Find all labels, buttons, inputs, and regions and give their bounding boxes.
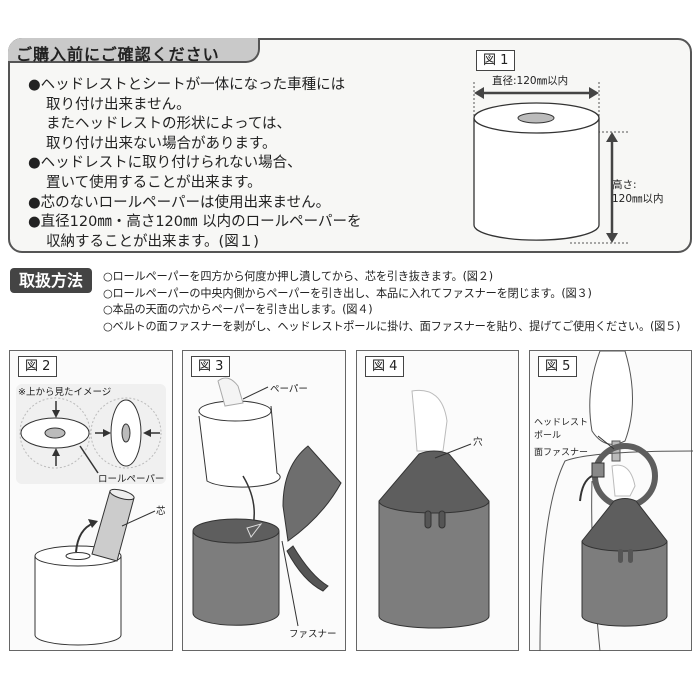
notice-line: 収納することが出来ます。(図１): [46, 233, 259, 250]
fig1-label: 図 1: [476, 50, 516, 71]
fig3-label: 図 3: [191, 356, 231, 377]
fig2-label: 図 2: [18, 356, 58, 377]
fig1-height-value: 120㎜以内: [612, 193, 664, 205]
fig2-note: ※上から見たイメージ: [18, 387, 112, 398]
step-item: ○ベルトの面ファスナーを剥がし、ヘッドレストポールに掛け、面ファスナーを貼り、提…: [103, 319, 681, 333]
hang-on-headrest-diagram: [539, 351, 693, 651]
fig2-panel: 図 2 ※上から見たイメージ ロールペーパー 芯: [9, 350, 173, 651]
fig3-paper-label: ペーパー: [270, 384, 308, 395]
insert-roll-diagram: [192, 377, 342, 627]
notice-list: ●ヘッドレストとシートが一体になった車種には 取り付け出来ません。 またヘッドレ…: [28, 76, 361, 252]
fig3-panel: 図 3 ペーパー ファスナー: [182, 350, 346, 651]
notice-line: 置いて使用することが出来ます。: [46, 174, 262, 191]
fig4-panel: 図 4 穴: [356, 350, 519, 651]
fig2-core-label: 芯: [156, 506, 166, 517]
pull-paper-diagram: [378, 389, 490, 629]
notice-line: 取り付け出来ない場合があります。: [46, 135, 277, 152]
fig5-label: 図 5: [538, 356, 578, 377]
notice-line: またヘッドレストの形状によっては、: [46, 116, 292, 133]
howto-steps: ○ロールペーパーを四方から何度か押し潰してから、芯を引き抜きます。(図２) ○ロ…: [103, 269, 680, 335]
fig4-label: 図 4: [365, 356, 405, 377]
howto-title: 取扱方法: [10, 268, 92, 293]
fig5-pole-label-2: ポール: [534, 431, 562, 441]
notice-line: 取り付け出来ません。: [46, 96, 191, 113]
fig5-pole-label-1: ヘッドレスト: [534, 418, 589, 428]
core-removal-diagram: [16, 384, 166, 646]
notice-title: ご購入前にご確認ください: [8, 38, 260, 64]
fig5-velcro-label: 面ファスナー: [534, 448, 589, 458]
fig1-diameter: 直径:120㎜以内: [492, 75, 569, 87]
fig4-hole-label: 穴: [473, 437, 483, 448]
notice-line: ●直径120㎜・高さ120㎜ 以内のロールペーパーを: [28, 214, 362, 231]
fig1-height-label: 高さ:: [612, 179, 637, 191]
fig5-panel: 図 5 ヘッドレスト ポール 面ファスナー: [529, 350, 693, 651]
notice-line: ●芯のないロールペーパーは使用出来ません。: [28, 194, 331, 211]
roll-diagram: [473, 82, 628, 244]
step-item: ○本品の天面の穴からペーパーを引き出します。(図４): [103, 303, 373, 317]
notice-line: ●ヘッドレストに取り付けられない場合、: [28, 155, 302, 172]
notice-line: ●ヘッドレストとシートが一体になった車種には: [28, 77, 346, 93]
fig2-roll-label: ロールペーパー: [98, 474, 165, 485]
step-item: ○ロールペーパーの中央内側からペーパーを引き出し、本品に入れてファスナーを閉じま…: [103, 286, 592, 300]
fig3-zipper-label: ファスナー: [289, 629, 337, 640]
step-item: ○ロールペーパーを四方から何度か押し潰してから、芯を引き抜きます。(図２): [103, 270, 493, 283]
